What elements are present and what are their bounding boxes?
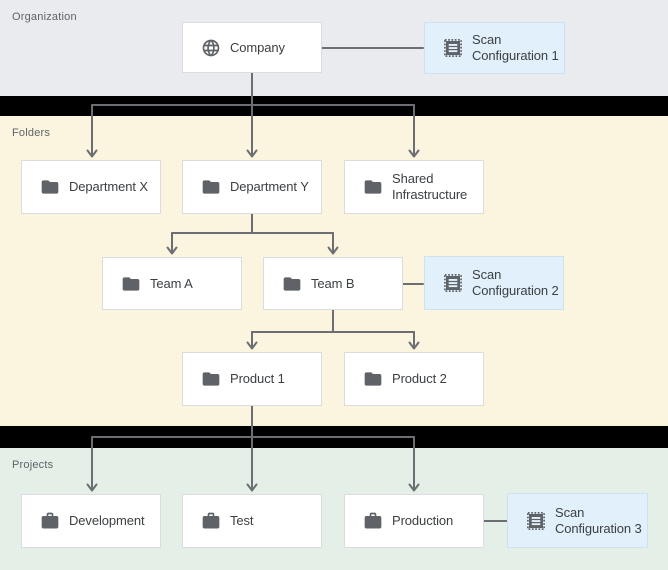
- scan-config-icon: [526, 511, 546, 531]
- folder-icon: [363, 177, 383, 197]
- folder-icon: [121, 274, 141, 294]
- development-label: Development: [69, 513, 145, 528]
- organization-section-label: Organization: [12, 11, 77, 23]
- company-label: Company: [230, 39, 285, 55]
- department-y-label: Department Y: [230, 179, 309, 194]
- folders-section-label: Folders: [12, 127, 51, 139]
- product-2-node: Product 2: [344, 352, 484, 406]
- production-label: Production: [392, 513, 454, 528]
- folder-icon: [40, 177, 60, 197]
- product-1-node: Product 1: [182, 352, 322, 406]
- folder-icon: [363, 369, 383, 389]
- development-node: Development: [21, 494, 161, 548]
- projects-section-label: Projects: [12, 459, 54, 471]
- briefcase-icon: [363, 511, 383, 531]
- test-label: Test: [230, 513, 254, 528]
- folder-icon: [201, 177, 221, 197]
- department-x-node: Department X: [21, 160, 161, 214]
- scan-config-icon: [443, 273, 463, 293]
- shared-infrastructure-node: Shared Infrastructure: [344, 160, 484, 214]
- production-node: Production: [344, 494, 484, 548]
- briefcase-icon: [201, 511, 221, 531]
- product-1-label: Product 1: [230, 371, 285, 386]
- scan-config-icon: [443, 38, 463, 58]
- team-a-node: Team A: [102, 257, 242, 310]
- scan-config-3-label: Scan Configuration 3: [555, 504, 642, 536]
- briefcase-icon: [40, 511, 60, 531]
- team-b-node: Team B: [263, 257, 403, 310]
- folder-icon: [282, 274, 302, 294]
- folder-icon: [201, 369, 221, 389]
- team-b-label: Team B: [311, 275, 355, 291]
- scan-config-3-node: Scan Configuration 3: [507, 493, 648, 548]
- scan-config-1-node: Scan Configuration 1: [424, 22, 565, 74]
- shared-infrastructure-label: Shared Infrastructure: [392, 171, 468, 202]
- company-node: Company: [182, 22, 322, 73]
- product-2-label: Product 2: [392, 371, 447, 386]
- team-a-label: Team A: [150, 275, 193, 291]
- test-node: Test: [182, 494, 322, 548]
- department-y-node: Department Y: [182, 160, 322, 214]
- scan-config-2-node: Scan Configuration 2: [424, 256, 564, 310]
- globe-icon: [201, 38, 221, 58]
- department-x-label: Department X: [69, 179, 149, 194]
- scan-config-2-label: Scan Configuration 2: [472, 267, 559, 298]
- scan-config-1-label: Scan Configuration 1: [472, 32, 559, 63]
- organization-section: Organization: [0, 0, 668, 96]
